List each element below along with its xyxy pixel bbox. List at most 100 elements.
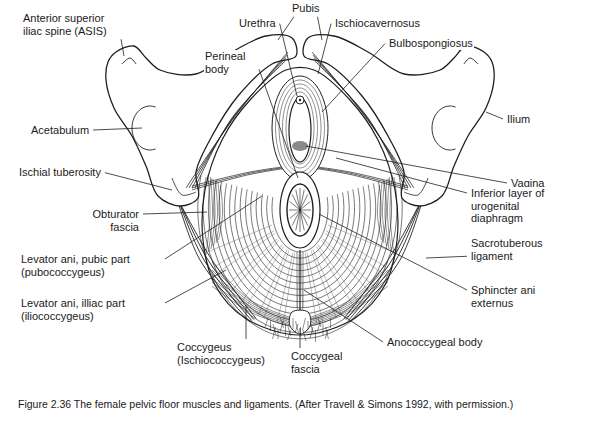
iliococcygeus-fibre — [246, 246, 283, 306]
asis-curl — [122, 58, 136, 64]
bulbospongiosus-fibre — [283, 88, 318, 168]
transverse-perineal-fibre — [192, 168, 290, 190]
iliococcygeus-fibre — [258, 250, 287, 315]
anatomy-label: Obturator fascia — [78, 208, 140, 233]
leader-line — [280, 24, 297, 96]
anatomy-label: Coccygeus (Ischiococcygeus) — [176, 341, 270, 366]
anal-sphincter — [280, 172, 320, 248]
vaginal-opening — [292, 141, 308, 151]
leader-line — [246, 306, 247, 339]
levator-ani-fibre — [198, 175, 402, 338]
anatomy-label: Coccygeal fascia — [290, 350, 354, 375]
obturator-fascia-stroke — [206, 175, 210, 255]
leader-line — [304, 290, 383, 342]
coccygeal-fascia-hatch — [326, 327, 329, 339]
coccygeal-fascia-hatch — [311, 324, 314, 334]
coccygeal-fascia-hatch — [265, 318, 268, 327]
coccygeus-fibre — [308, 262, 388, 318]
anal-fold — [290, 202, 310, 219]
leader-line — [426, 256, 467, 258]
anatomy-label: Perineal body — [204, 50, 256, 75]
coccygeus-fibre — [212, 270, 292, 321]
figure-caption: Figure 2.36 The female pelvic floor musc… — [18, 398, 588, 411]
leader-line — [322, 44, 385, 112]
coccygeus-fibre — [212, 278, 292, 324]
bulbospongiosus-fibre — [276, 80, 325, 176]
sacrotuberous-ligament — [178, 199, 252, 321]
coccygeal-fascia-hatch — [270, 321, 271, 331]
coccygeus-fibre — [308, 270, 388, 321]
vagina — [289, 98, 311, 162]
coccygeal-fascia-hatch — [325, 330, 328, 339]
anatomy-label: Bulbospongiosus — [388, 37, 474, 50]
coccygeal-fascia-hatch — [273, 327, 276, 339]
coccygeal-fascia-hatch — [280, 321, 283, 332]
hip-bone — [106, 35, 297, 206]
iliococcygeus-fibre — [316, 246, 353, 306]
coccygeal-fascia-hatch — [315, 330, 316, 342]
levator-ani-fibre — [208, 179, 391, 327]
coccygeal-fascia-hatch — [278, 330, 279, 339]
coccygeal-fascia-hatch — [303, 318, 306, 330]
bulbospongiosus-fibre — [279, 84, 321, 172]
coccygeal-fascia-hatch — [285, 324, 286, 336]
anococcygeal-body — [303, 252, 304, 308]
urethra — [296, 96, 304, 104]
obturator-fascia-stroke — [380, 183, 384, 243]
leader-line — [318, 24, 331, 74]
iliococcygeus-fibre — [264, 251, 289, 318]
coccygeal-fascia-hatch — [288, 327, 291, 336]
coccygeal-fascia-hatch — [330, 318, 331, 328]
coccygeal-fascia-hatch — [318, 318, 321, 327]
iliococcygeus-fibre — [277, 253, 293, 323]
anatomy-label: Anococcygeal body — [386, 336, 483, 349]
coccygeal-fascia-hatch — [296, 321, 299, 333]
anatomy-label: Ischiocavernosus — [334, 17, 421, 30]
levator-ani-outline — [202, 67, 398, 335]
anatomy-label: Ischial tuberosity — [18, 166, 102, 179]
leader-line — [105, 173, 172, 190]
obturator-fascia-stroke — [216, 183, 220, 243]
leader-line — [121, 39, 124, 56]
coccygeus-fibre — [308, 274, 388, 323]
iliococcygeus-fibre — [215, 231, 274, 267]
coccygeus-fibre — [308, 266, 388, 320]
coccygeal-fascia-hatch — [273, 324, 276, 335]
coccygeal-fascia-hatch — [295, 324, 298, 333]
obturator-fascia-stroke — [390, 175, 394, 255]
anatomy-label: Anterior superior iliac spine (ASIS) — [22, 12, 124, 37]
anatomy-label: Acetabulum — [30, 124, 90, 137]
coccygeal-fascia-hatch — [293, 318, 294, 329]
levator-ani-fibre — [214, 180, 387, 320]
coccygeal-fascia-hatch — [281, 318, 284, 328]
obturator-fascia-stroke — [214, 181, 218, 246]
coccygeus-fibre — [212, 262, 292, 318]
sphincter-ani-externus — [280, 172, 320, 248]
leader-line — [319, 214, 467, 290]
leader-line — [486, 112, 503, 119]
anatomy-label: Urethra — [238, 17, 277, 30]
anatomy-label: Ilium — [506, 113, 531, 126]
hip-bone — [303, 35, 494, 206]
anococcygeal-body — [297, 252, 298, 308]
acetabulum-rim — [432, 106, 456, 150]
transverse-perineal-fibre — [310, 168, 408, 190]
bulbospongiosus-fibre — [286, 92, 314, 164]
coccygeus-fibre — [212, 274, 292, 323]
coccygeal-fascia-hatch — [323, 324, 324, 335]
urethra-opening — [299, 99, 301, 101]
obturator-fascia-stroke — [209, 177, 213, 252]
leader-line — [300, 328, 301, 348]
coccygeus-fibre — [308, 286, 388, 327]
levator-ani-fibre — [203, 177, 397, 333]
coccygeal-fascia-hatch — [288, 330, 291, 340]
anococcygeal-body — [299, 250, 300, 310]
coccygeal-fascia-hatch — [318, 321, 321, 331]
leader-line — [143, 212, 207, 214]
obturator-fascia-stroke — [377, 185, 381, 240]
iliococcygeus-fibre — [326, 231, 385, 267]
anatomy-label: Pubis — [291, 2, 321, 15]
anatomy-label: Sphincter ani externus — [470, 284, 560, 309]
obturator-fascia-stroke — [385, 179, 389, 249]
